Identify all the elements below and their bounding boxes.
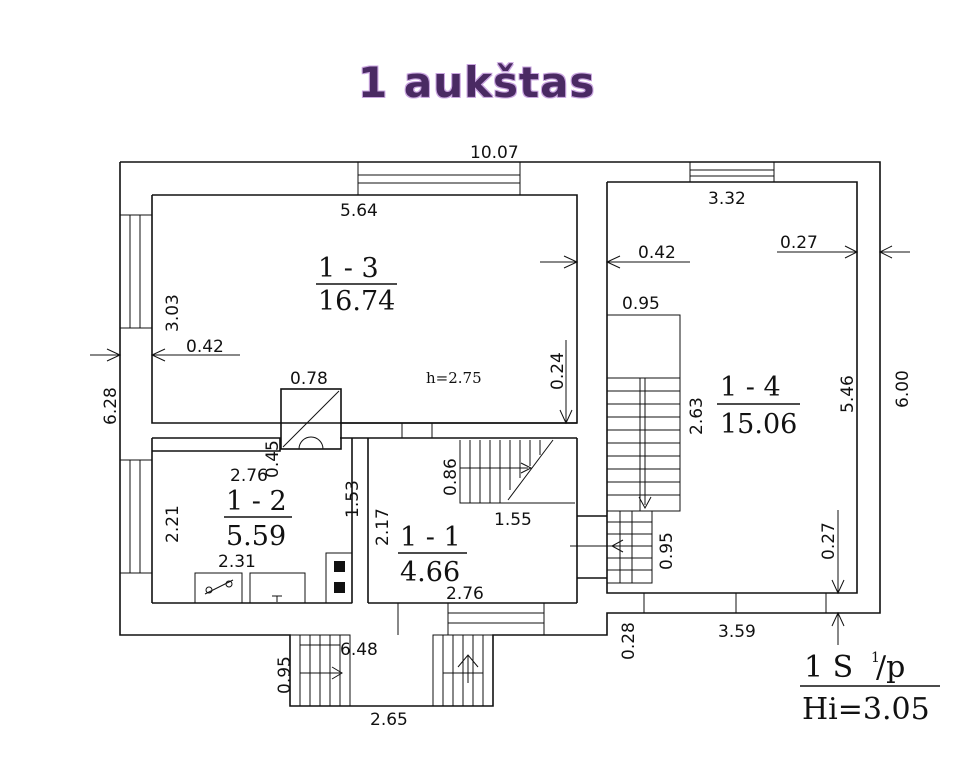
dimension-texts: 10.07 5.64 3.32 0.42 0.27 0.42 3.03 6.28… [101, 143, 913, 730]
entrance-porch [289, 602, 545, 707]
dim-wall-bottom: 0.27 [819, 522, 839, 560]
stair-1-4 [570, 314, 681, 584]
dim-r11-width: 2.31 [218, 552, 256, 572]
dim-bottom-total: 6.48 [340, 640, 378, 660]
top-window [357, 161, 775, 196]
room-area: 16.74 [318, 286, 395, 317]
dim-r13-height: 3.03 [163, 294, 183, 332]
room-label-1-4: 1 - 4 15.06 [717, 372, 800, 440]
dim-partition: 0.24 [548, 352, 568, 390]
dim-wall-bottom2: 0.28 [619, 622, 639, 660]
room-area: 15.06 [720, 409, 797, 440]
dim-r12-height: 2.21 [163, 505, 183, 543]
stamp-line2: Hi=3.05 [802, 692, 930, 727]
dim-wall-inner: 0.42 [638, 243, 676, 263]
dimension-lines [90, 245, 910, 645]
dim-r13-width: 5.64 [340, 201, 378, 221]
kitchen-fixtures [194, 552, 353, 604]
dim-stair-run: 2.63 [687, 397, 707, 435]
left-windows [119, 214, 153, 574]
plan-title: 1 aukštas [358, 58, 596, 107]
dim-r14-bottom: 3.59 [718, 622, 756, 642]
room-id: 1 - 1 [400, 522, 461, 553]
stair-1-1 [459, 439, 575, 504]
height-note: h=2.75 [426, 369, 482, 387]
room-label-1-2: 1 - 2 5.59 [224, 486, 292, 552]
chimney [280, 388, 342, 450]
dim-stair-step: 0.95 [657, 532, 677, 570]
dim-porch-w: 2.65 [370, 710, 408, 730]
dim-stair2-w: 1.55 [494, 510, 532, 530]
dim-r12-width: 2.76 [230, 466, 268, 486]
dim-step-b: 2.17 [373, 508, 393, 546]
dim-chimney: 0.78 [290, 369, 328, 389]
dim-top-total: 10.07 [470, 143, 519, 163]
dim-right-total: 6.00 [893, 370, 913, 408]
dim-wall-left: 0.42 [186, 337, 224, 357]
dim-step-depth: 0.95 [275, 656, 295, 694]
room-area: 4.66 [400, 557, 460, 588]
stamp-line1b: /p [876, 650, 905, 685]
room-label-1-1: 1 - 1 4.66 [398, 522, 467, 588]
dim-r14-width: 3.32 [708, 189, 746, 209]
room-id: 1 - 3 [318, 253, 379, 284]
room-area: 5.59 [226, 521, 286, 552]
dim-r14-height: 5.46 [838, 375, 858, 413]
room-label-1-3: 1 - 3 16.74 [316, 253, 397, 317]
dim-stair-width: 0.95 [622, 294, 660, 314]
room-id: 1 - 2 [226, 486, 287, 517]
dim-left-total: 6.28 [101, 387, 121, 425]
dim-step-a: 1.53 [343, 480, 363, 518]
stamp-line1: 1 S [804, 650, 853, 685]
dim-wall-outer-right: 0.27 [780, 233, 818, 253]
room-id: 1 - 4 [720, 372, 781, 403]
dim-stair2-h: 0.86 [441, 458, 461, 496]
dim-r12-wall: 0.45 [263, 440, 283, 478]
stamp-superscript: 1 [871, 650, 880, 666]
plan-stamp: 1 S 1 /p Hi=3.05 [800, 650, 940, 727]
dim-entry-w: 2.76 [446, 584, 484, 604]
